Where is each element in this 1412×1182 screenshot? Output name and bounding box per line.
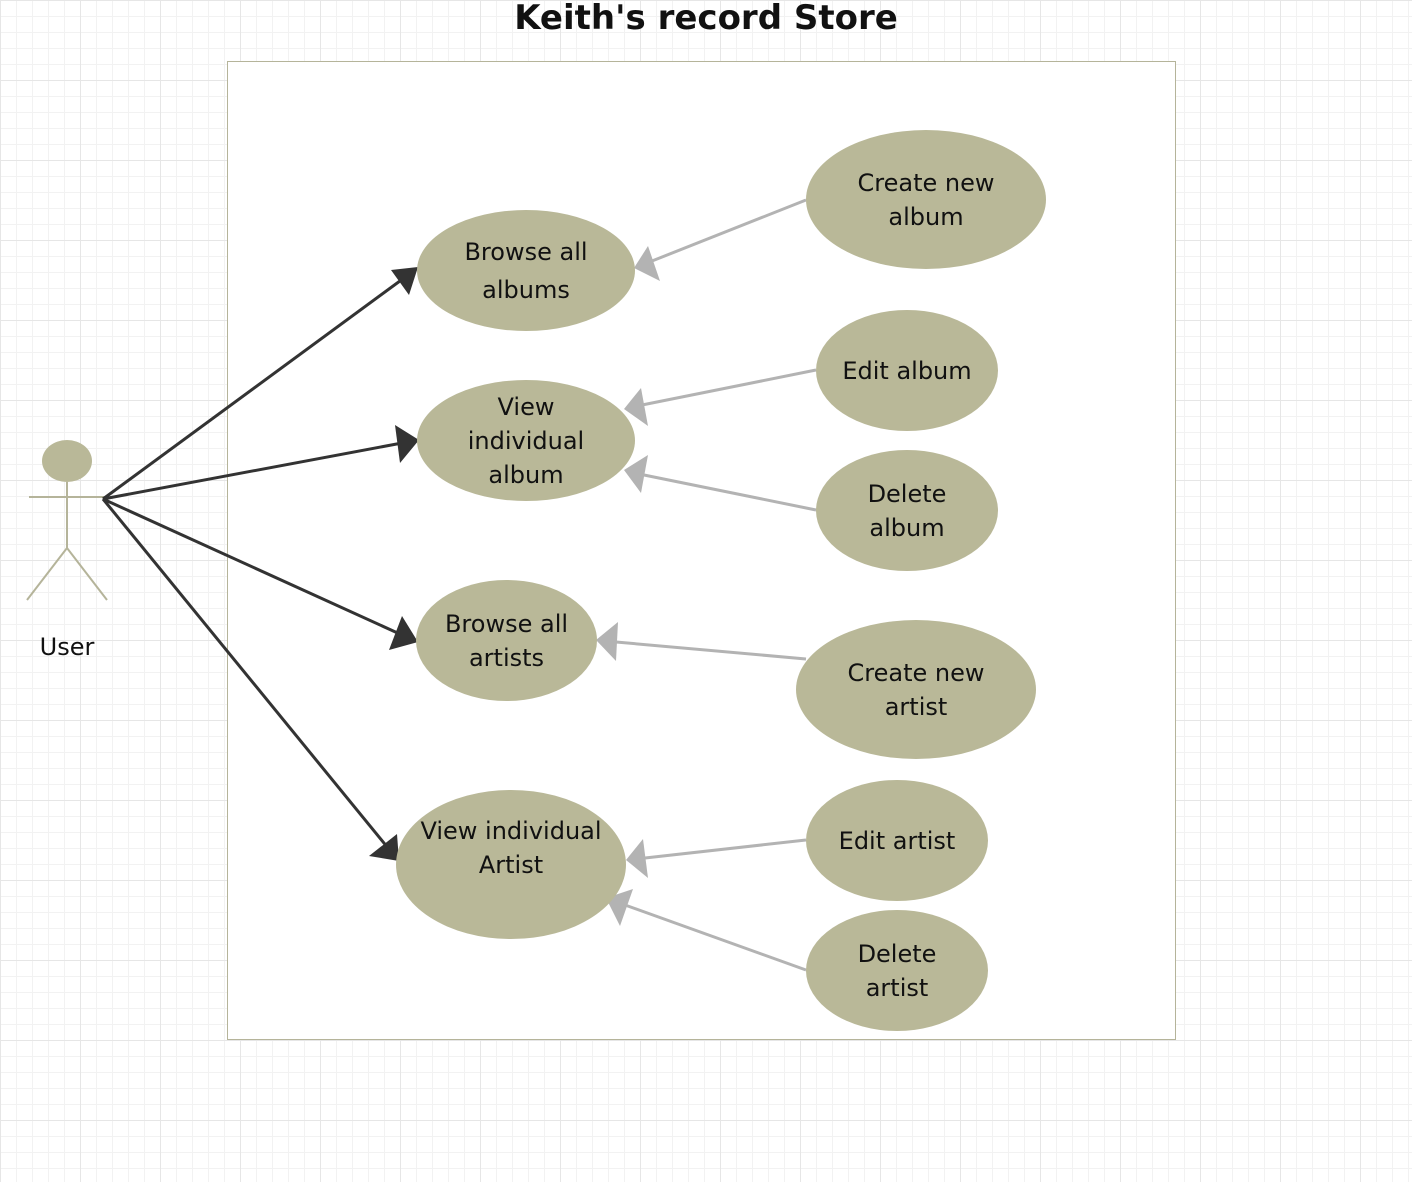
extend-edit-artist[interactable]: [644, 838, 807, 860]
association-view-artist[interactable]: [101, 498, 390, 849]
use-case-create-new-album[interactable]: Create new album: [806, 130, 1046, 269]
arrowhead-edit-artist: [626, 839, 648, 878]
use-case-label: Create new artist: [847, 658, 985, 721]
use-case-label: Delete album: [867, 479, 947, 542]
use-case-label: View individual album: [467, 392, 585, 489]
actor-label: User: [39, 633, 95, 661]
association-browse-artists[interactable]: [102, 497, 403, 637]
use-case-browse-all-albums[interactable]: Browse all albums: [417, 210, 635, 331]
use-case-label: Delete artist: [857, 939, 937, 1002]
association-view-album[interactable]: [102, 441, 403, 501]
arrowhead-delete-album: [624, 455, 648, 493]
use-case-create-new-artist[interactable]: Create new artist: [796, 620, 1036, 759]
arrowhead-view-album: [395, 425, 419, 463]
extend-delete-album[interactable]: [643, 473, 817, 512]
use-case-label: Browse all albums: [464, 237, 588, 304]
arrowhead-view-artist: [369, 834, 399, 861]
use-case-label: Edit album: [842, 356, 972, 385]
use-case-browse-all-artists[interactable]: Browse all artists: [416, 580, 597, 701]
arrowhead-edit-album: [624, 388, 648, 426]
arrowhead-create-artist: [596, 622, 618, 661]
extend-edit-album[interactable]: [641, 368, 817, 407]
use-case-edit-artist[interactable]: Edit artist: [806, 780, 988, 901]
arrowhead-browse-artists: [389, 616, 418, 650]
actor-right-leg: [66, 547, 108, 601]
extend-create-artist[interactable]: [615, 640, 807, 661]
actor-left-leg: [26, 547, 68, 601]
association-browse-albums[interactable]: [102, 276, 405, 501]
arrowhead-create-album: [634, 246, 660, 281]
diagram-title: Keith's record Store: [514, 0, 898, 38]
use-case-delete-album[interactable]: Delete album: [816, 450, 998, 571]
use-case-label: Edit artist: [838, 826, 956, 855]
use-case-label: View individual Artist: [420, 817, 602, 879]
use-case-delete-artist[interactable]: Delete artist: [806, 910, 988, 1031]
extend-delete-artist[interactable]: [624, 903, 807, 972]
use-case-edit-album[interactable]: Edit album: [816, 310, 998, 431]
use-case-view-individual-artist[interactable]: View individual Artist: [396, 790, 626, 939]
use-case-view-individual-album[interactable]: View individual album: [417, 380, 635, 501]
extend-create-album[interactable]: [651, 198, 807, 263]
use-case-label: Browse all artists: [444, 609, 569, 672]
actor-figure[interactable]: [26, 440, 108, 601]
use-case-label: Create new album: [857, 168, 995, 231]
arrowhead-browse-albums: [391, 267, 418, 295]
actor-head: [42, 440, 92, 482]
